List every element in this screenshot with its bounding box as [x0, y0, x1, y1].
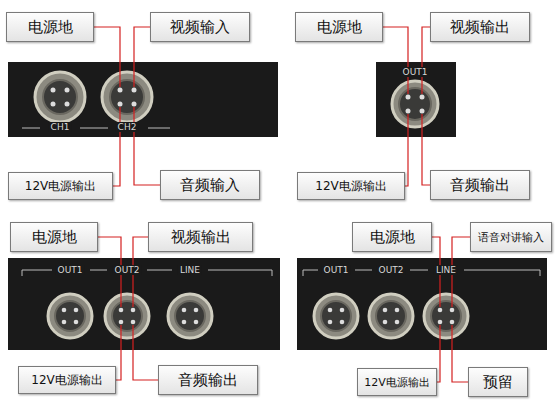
panel-photo	[297, 258, 547, 350]
pin-name: 电源地	[28, 18, 73, 37]
label-box: 电源地	[6, 12, 94, 42]
port-label: OUT2	[377, 265, 406, 275]
port-label: LINE	[434, 265, 458, 275]
label-box: 电源地	[10, 222, 98, 252]
label-box: 12V电源输出	[357, 368, 437, 396]
pin-name: 电源地	[370, 228, 415, 247]
panel-photo	[8, 62, 278, 137]
connector	[392, 81, 438, 127]
label-box: 音频输出	[430, 170, 530, 200]
connector	[424, 294, 468, 338]
port-label: CH2	[116, 122, 139, 132]
label-box: 电源地	[295, 12, 383, 42]
label-box: 12V电源输出	[297, 172, 405, 200]
connector	[314, 294, 358, 338]
port-label: OUT1	[322, 265, 351, 275]
port-label: OUT1	[56, 265, 85, 275]
pin-name: 12V电源输出	[364, 375, 430, 390]
label-box: 视频输出	[430, 12, 530, 42]
label-box: 预留	[468, 367, 528, 397]
leader-line	[94, 27, 470, 382]
port-label: OUT1	[401, 67, 430, 77]
pin-name: 12V电源输出	[315, 178, 386, 195]
pin-name: 视频输出	[171, 228, 231, 247]
label-box: 音频输出	[158, 365, 258, 395]
label-box: 音频输入	[160, 170, 260, 200]
pin-name: 电源地	[32, 228, 77, 247]
port-label: LINE	[178, 265, 202, 275]
pin-name: 音频输入	[180, 176, 240, 195]
label-box: 视频输入	[150, 12, 250, 42]
connector	[168, 294, 212, 338]
connector	[48, 294, 92, 338]
panel-photo	[8, 258, 280, 350]
panel-photo	[376, 62, 456, 137]
connector	[102, 72, 152, 122]
pin-name: 视频输出	[450, 18, 510, 37]
pin-name: 12V电源输出	[31, 372, 102, 389]
pin-name: 语音对讲输入	[478, 230, 544, 245]
label-box: 12V电源输出	[18, 366, 116, 394]
label-box: 电源地	[352, 222, 432, 252]
pin-name: 视频输入	[170, 18, 230, 37]
label-box: 视频输出	[148, 222, 253, 252]
pin-name: 音频输出	[450, 176, 510, 195]
port-label: CH1	[49, 122, 72, 132]
connector	[105, 294, 149, 338]
pin-name: 电源地	[317, 18, 362, 37]
pin-name: 12V电源输出	[25, 178, 96, 195]
pin-name: 音频输出	[178, 371, 238, 390]
connector	[369, 294, 413, 338]
port-label: OUT2	[113, 265, 142, 275]
connector	[35, 72, 85, 122]
label-box: 12V电源输出	[8, 172, 113, 200]
pin-name: 预留	[483, 373, 513, 392]
label-box: 语音对讲输入	[470, 222, 552, 252]
